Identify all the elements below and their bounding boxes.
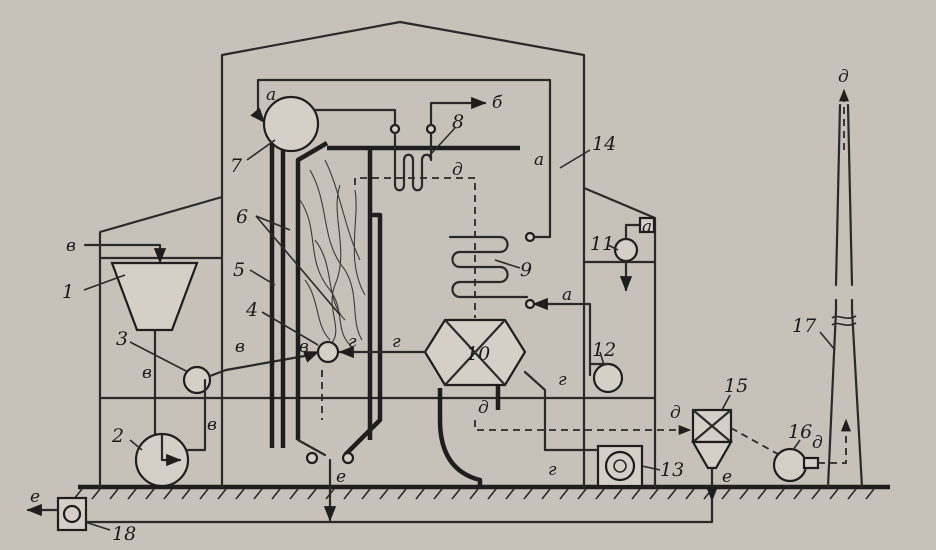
mill-outlet-pipe [186,378,207,452]
coal-bunker [110,261,199,332]
flow-b: б [492,93,503,113]
label-11: 11 [590,233,614,255]
feed-water-line [250,78,552,239]
label-16: 16 [788,421,812,443]
flow-e-furnace: е [336,467,346,487]
flow-a-pump11: а [642,217,652,237]
coal-mill [134,432,190,488]
air-in-line [83,243,167,264]
ground-line [73,484,890,500]
label-13: 13 [660,459,684,481]
label-7: 7 [230,155,243,177]
cold-air-line [523,370,547,452]
flow-g-heater: г [558,370,567,390]
blower-fan [543,444,644,488]
label-2: 2 [111,425,124,447]
label-10: 10 [466,343,490,365]
flow-g-burner: г [348,332,357,352]
label-12: 12 [592,339,616,361]
label-3: 3 [116,328,128,350]
ash-collector [691,408,733,502]
flow-v-line: в [235,337,245,357]
ash-pump [26,496,88,532]
building [98,20,657,489]
label-14: 14 [592,133,616,155]
economiser-feed-in [532,297,592,377]
label-9: 9 [520,259,532,281]
flow-e-out: е [30,487,40,507]
flow-v-feeder: в [142,363,152,383]
flow-e-filter: е [722,467,732,487]
flue-gas-path [354,177,476,318]
flue-gas-to-filter [474,420,692,436]
flow-a-econ-in: а [562,285,572,305]
label-18: 18 [112,523,136,545]
flow-a-econ: а [534,150,544,170]
superheater [313,96,487,192]
label-8: 8 [452,111,464,133]
ash-removal-line [80,498,714,524]
flow-g-hotair: г [392,332,401,352]
coal-feeder [182,365,228,395]
fan-to-chimney-gas [818,418,852,464]
label-4: 4 [245,299,258,321]
flow-d-top-chimney: д [838,67,849,87]
air-heater [423,318,527,387]
smoke-exhauster [772,447,820,483]
condenser-pump [613,216,656,292]
fuel-line [224,350,320,372]
label-15: 15 [724,375,748,397]
leader-lines [83,127,836,531]
flow-a-top: а [266,85,276,105]
label-5: 5 [233,259,245,281]
gas-duct-elbow [437,386,501,487]
flow-v-mill: в [207,415,217,435]
flow-d-fan16: д [812,433,823,453]
steam-drum [262,95,320,153]
flow-d-filter: д [670,403,681,423]
flow-d-top: д [452,160,463,180]
feed-pump [588,362,624,394]
flow-v-burner: в [299,337,309,357]
filter-to-fan-gas [730,427,786,459]
label-1: 1 [62,281,74,303]
chimney [826,88,864,489]
label-17: 17 [792,315,817,337]
burner [316,340,340,364]
label-6: 6 [236,206,248,228]
economiser [448,231,536,310]
flow-g-fan: г [548,460,557,480]
flow-d-heater: д [478,398,489,418]
flow-v-in: в [66,236,76,256]
